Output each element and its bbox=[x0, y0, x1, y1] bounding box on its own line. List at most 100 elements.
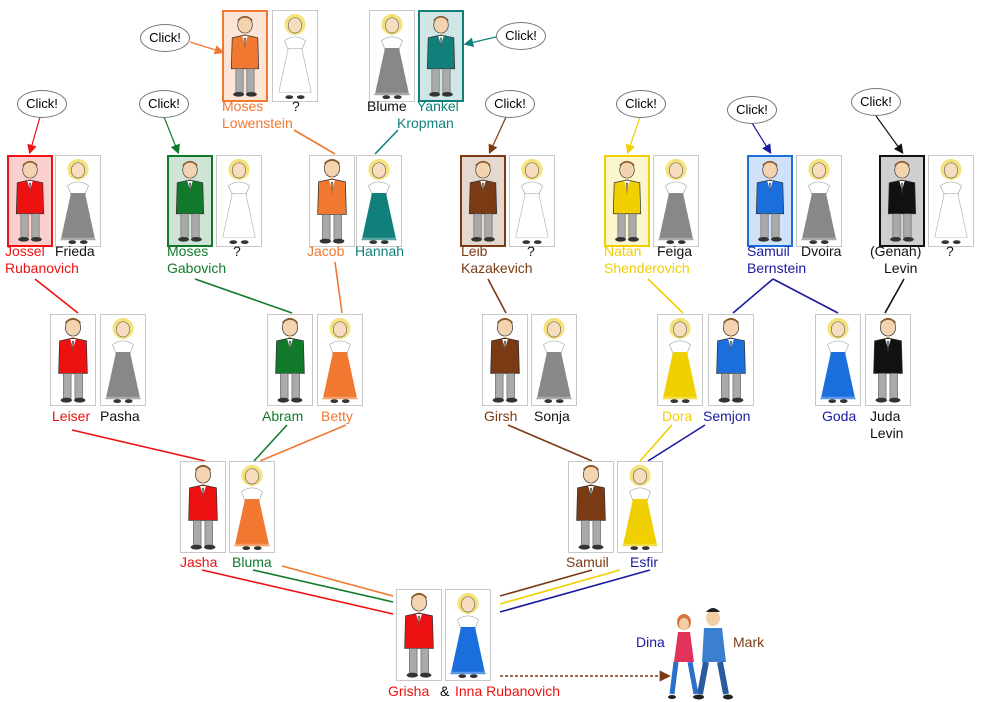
person-card-jasha[interactable] bbox=[180, 461, 226, 553]
name-label-l-moses-g2: Gabovich bbox=[167, 260, 227, 276]
bubble-moses-g[interactable]: Click! bbox=[139, 90, 189, 118]
person-card-natan[interactable] bbox=[604, 155, 650, 247]
bubble-samuil-b[interactable]: Click! bbox=[727, 96, 777, 124]
person-card-bluma[interactable] bbox=[229, 461, 275, 553]
connector-line bbox=[772, 278, 839, 314]
name-label-l-bluma: Bluma bbox=[232, 554, 272, 570]
connector-line bbox=[252, 569, 394, 603]
man-figure-icon bbox=[490, 317, 520, 403]
name-label-l-q2: ? bbox=[233, 243, 241, 259]
person-card-girsh[interactable] bbox=[482, 314, 528, 406]
man-figure-icon bbox=[188, 464, 218, 550]
pointer-arrow bbox=[27, 116, 41, 155]
name-label-l-juda1: Juda bbox=[870, 408, 901, 424]
name-label-l-grisha: Grisha bbox=[388, 683, 430, 699]
pointer-arrow bbox=[189, 41, 225, 55]
person-card-inna[interactable] bbox=[445, 589, 491, 681]
woman-figure-icon bbox=[220, 158, 258, 245]
pointer-arrow bbox=[875, 115, 904, 154]
name-label-l-jasha: Jasha bbox=[180, 554, 218, 570]
person-card-yankel[interactable] bbox=[418, 10, 464, 102]
woman-figure-icon bbox=[513, 158, 551, 245]
man-figure-icon bbox=[576, 464, 606, 550]
person-card-moses-g[interactable] bbox=[167, 155, 213, 247]
person-card-leib[interactable] bbox=[460, 155, 506, 247]
name-label-l-abram: Abram bbox=[262, 408, 304, 424]
connector-line bbox=[71, 429, 206, 462]
person-card-samuil-b[interactable] bbox=[747, 155, 793, 247]
woman-figure-icon bbox=[360, 158, 398, 245]
person-card-feiga[interactable] bbox=[653, 155, 699, 247]
person-card-grisha[interactable] bbox=[396, 589, 442, 681]
name-label-l-moses-g1: Moses bbox=[167, 243, 209, 259]
name-label-l-leib1: Leib bbox=[461, 243, 488, 259]
person-card-blume[interactable] bbox=[369, 10, 415, 102]
connector-line bbox=[499, 569, 593, 597]
person-card-samuil[interactable] bbox=[568, 461, 614, 553]
person-card-moses-g-wife[interactable] bbox=[216, 155, 262, 247]
person-card-abram[interactable] bbox=[267, 314, 313, 406]
connector-line bbox=[647, 278, 684, 314]
woman-figure-icon bbox=[657, 158, 695, 245]
person-card-betty[interactable] bbox=[317, 314, 363, 406]
name-label-l-dora: Dora bbox=[662, 408, 693, 424]
person-card-jossel[interactable] bbox=[7, 155, 53, 247]
name-label-l-q4: ? bbox=[946, 243, 954, 259]
person-card-juda[interactable] bbox=[865, 314, 911, 406]
connector-line bbox=[201, 569, 394, 615]
bubble-moses-l[interactable]: Click! bbox=[140, 24, 190, 52]
name-label-l-samuil-b1: Samuil bbox=[747, 243, 790, 259]
person-card-pasha[interactable] bbox=[100, 314, 146, 406]
pointer-arrow bbox=[163, 116, 180, 155]
woman-figure-icon bbox=[276, 13, 314, 100]
man-figure-icon bbox=[755, 160, 785, 242]
name-label-l-genah: (Genah) bbox=[870, 243, 922, 259]
bubble-natan[interactable]: Click! bbox=[616, 90, 666, 118]
name-label-l-goda: Goda bbox=[822, 408, 857, 424]
person-card-frieda[interactable] bbox=[55, 155, 101, 247]
woman-figure-icon bbox=[59, 158, 97, 245]
name-label-l-semjon: Semjon bbox=[703, 408, 751, 424]
name-label-l-sonja: Sonja bbox=[534, 408, 570, 424]
person-card-hannah[interactable] bbox=[356, 155, 402, 247]
name-label-l-natan1: Natan bbox=[604, 243, 642, 259]
man-figure-icon bbox=[716, 317, 746, 403]
connector-line bbox=[647, 424, 706, 462]
bubble-jossel[interactable]: Click! bbox=[17, 90, 67, 118]
connector-line bbox=[334, 261, 343, 314]
person-card-leib-wife[interactable] bbox=[509, 155, 555, 247]
person-card-moses-l-wife[interactable] bbox=[272, 10, 318, 102]
person-card-genah[interactable] bbox=[879, 155, 925, 247]
man-figure-icon bbox=[873, 317, 903, 403]
man-figure-icon bbox=[275, 317, 305, 403]
person-card-leiser[interactable] bbox=[50, 314, 96, 406]
person-card-dvoira[interactable] bbox=[796, 155, 842, 247]
name-label-l-esfir: Esfir bbox=[630, 554, 658, 570]
connector-line bbox=[499, 569, 651, 613]
name-label-l-pasha: Pasha bbox=[100, 408, 140, 424]
woman-figure-icon bbox=[800, 158, 838, 245]
person-card-dora[interactable] bbox=[657, 314, 703, 406]
name-label-l-natan2: Shenderovich bbox=[604, 260, 690, 276]
name-label-l-jacob: Jacob bbox=[307, 243, 345, 259]
person-card-esfir[interactable] bbox=[617, 461, 663, 553]
name-label-l-hannah: Hannah bbox=[355, 243, 405, 259]
pointer-arrow bbox=[625, 116, 641, 155]
bubble-leib[interactable]: Click! bbox=[485, 90, 535, 118]
bubble-genah[interactable]: Click! bbox=[851, 88, 901, 116]
person-card-sonja[interactable] bbox=[531, 314, 577, 406]
man-figure-icon bbox=[468, 160, 498, 242]
name-label-l-jossel1: Jossel bbox=[5, 243, 45, 259]
bubble-yankel[interactable]: Click! bbox=[496, 22, 546, 50]
person-card-moses-l[interactable] bbox=[222, 10, 268, 102]
person-card-genah-wife[interactable] bbox=[928, 155, 974, 247]
connector-line bbox=[884, 278, 905, 314]
person-card-jacob[interactable] bbox=[309, 155, 355, 247]
ampersand: & bbox=[440, 683, 450, 699]
name-label-l-frieda: Frieda bbox=[55, 243, 95, 259]
connector-line bbox=[639, 424, 673, 462]
person-card-semjon[interactable] bbox=[708, 314, 754, 406]
man-figure-icon bbox=[404, 592, 434, 678]
person-card-goda[interactable] bbox=[815, 314, 861, 406]
connector-line bbox=[487, 278, 507, 314]
